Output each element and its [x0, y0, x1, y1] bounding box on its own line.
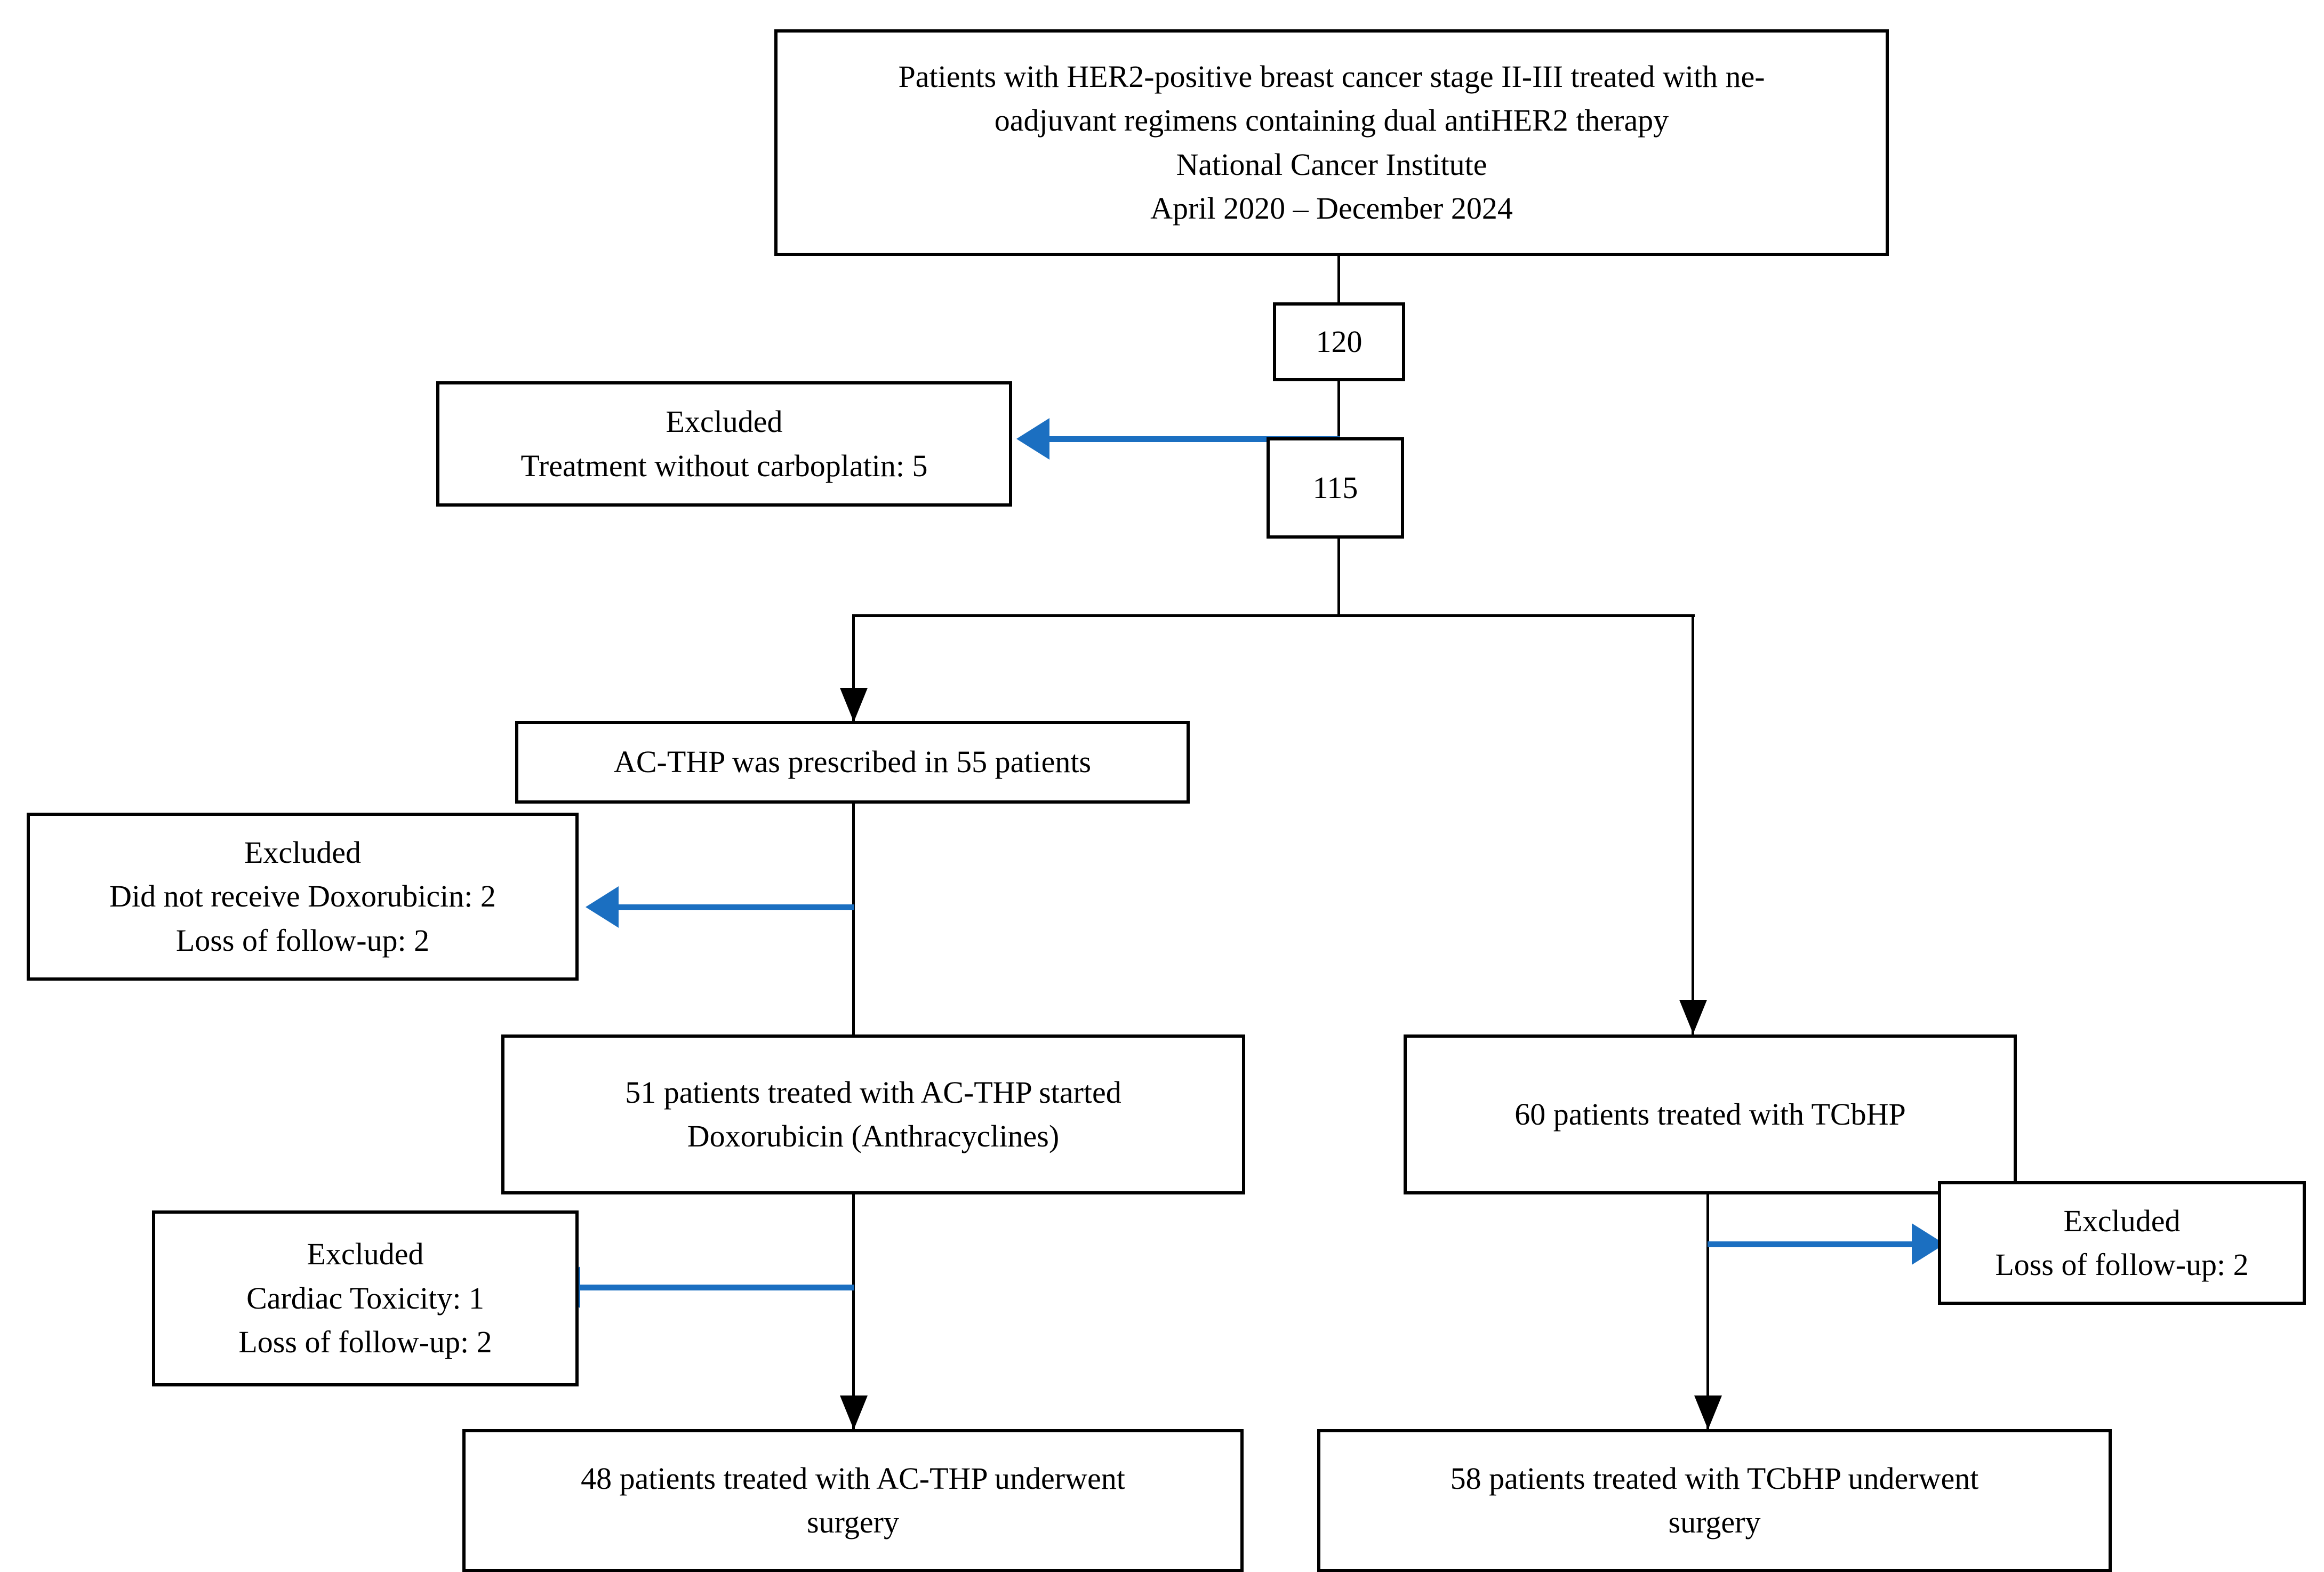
excluded-carboplatin-line-2: Treatment without carboplatin: 5 [520, 448, 928, 483]
tcbhp-surgery-line-1: 58 patients treated with TCbHP underwent [1450, 1461, 1979, 1496]
blue-arrowhead-excluded-doxorubicin [586, 886, 619, 928]
tcbhp-surgery-line-2: surgery [1668, 1505, 1761, 1539]
excluded-doxorubicin-line-2: Did not receive Doxorubicin: 2 [109, 879, 496, 914]
acthp-prescribed-line-1: AC-THP was prescribed in 55 patients [613, 744, 1092, 780]
acthp-surgery-line-1: 48 patients treated with AC-THP underwen… [581, 1461, 1125, 1496]
blue-connector-to-excluded-carboplatin [1049, 436, 1340, 442]
connector-split-right-vertical [1692, 614, 1694, 1036]
arrowhead-to-acthp-surgery [840, 1395, 868, 1430]
node-count-115: 115 [1267, 437, 1404, 539]
excluded-doxorubicin-line-1: Excluded [244, 835, 362, 870]
source-line-3: National Cancer Institute [1176, 147, 1487, 182]
acthp-started-line-2: Doxorubicin (Anthracyclines) [687, 1119, 1060, 1153]
blue-connector-to-excluded-cardiac [580, 1285, 854, 1290]
source-line-2: oadjuvant regimens containing dual antiH… [994, 103, 1669, 138]
connector-source-to-120 [1337, 256, 1340, 304]
node-source-population: Patients with HER2-positive breast cance… [774, 29, 1889, 256]
blue-connector-to-excluded-doxorubicin [619, 904, 854, 910]
node-excluded-tcbhp-followup: Excluded Loss of follow-up: 2 [1938, 1181, 2306, 1305]
acthp-surgery-line-2: surgery [807, 1505, 899, 1539]
arrowhead-to-tcbhp-treated [1679, 1000, 1707, 1034]
excluded-doxorubicin-line-3: Loss of follow-up: 2 [175, 923, 430, 958]
connector-acthp-started-to-surgery [852, 1194, 855, 1429]
excluded-cardiac-line-2: Cardiac Toxicity: 1 [246, 1280, 484, 1316]
node-acthp-surgery: 48 patients treated with AC-THP underwen… [462, 1429, 1244, 1572]
node-excluded-carboplatin: Excluded Treatment without carboplatin: … [436, 381, 1012, 507]
node-excluded-cardiac: Excluded Cardiac Toxicity: 1 Loss of fol… [152, 1210, 579, 1386]
excluded-tcbhp-followup-line-1: Excluded [2063, 1203, 2181, 1238]
count-115-value: 115 [1312, 470, 1358, 505]
arrowhead-to-acthp-prescribed [840, 688, 868, 722]
node-acthp-prescribed: AC-THP was prescribed in 55 patients [515, 721, 1190, 804]
excluded-tcbhp-followup-line-2: Loss of follow-up: 2 [1995, 1247, 2249, 1282]
connector-tcbhp-to-surgery [1706, 1194, 1709, 1429]
connector-120-to-115 [1337, 380, 1340, 439]
source-line-1: Patients with HER2-positive breast cance… [898, 59, 1765, 94]
excluded-carboplatin-line-1: Excluded [666, 404, 783, 439]
arrowhead-to-tcbhp-surgery [1694, 1395, 1722, 1430]
acthp-started-line-1: 51 patients treated with AC-THP started [625, 1074, 1121, 1110]
connector-acthp-prescribed-to-started [852, 804, 855, 1049]
node-acthp-started-doxorubicin: 51 patients treated with AC-THP started … [501, 1034, 1245, 1194]
connector-115-to-split [1337, 539, 1340, 616]
tcbhp-treated-line-1: 60 patients treated with TCbHP [1514, 1096, 1906, 1132]
excluded-cardiac-line-1: Excluded [307, 1237, 424, 1272]
node-count-120: 120 [1273, 302, 1405, 381]
node-tcbhp-surgery: 58 patients treated with TCbHP underwent… [1317, 1429, 2112, 1572]
source-line-4: April 2020 – December 2024 [1150, 190, 1513, 226]
blue-arrowhead-excluded-carboplatin [1016, 418, 1049, 460]
connector-split-bar [852, 614, 1695, 617]
node-tcbhp-treated: 60 patients treated with TCbHP [1404, 1034, 2017, 1194]
node-excluded-doxorubicin: Excluded Did not receive Doxorubicin: 2 … [27, 813, 579, 981]
connector-split-left-vertical [852, 614, 855, 721]
count-120-value: 120 [1316, 324, 1363, 359]
excluded-cardiac-line-3: Loss of follow-up: 2 [238, 1325, 492, 1360]
blue-connector-to-excluded-tcbhp-followup [1708, 1241, 1913, 1247]
